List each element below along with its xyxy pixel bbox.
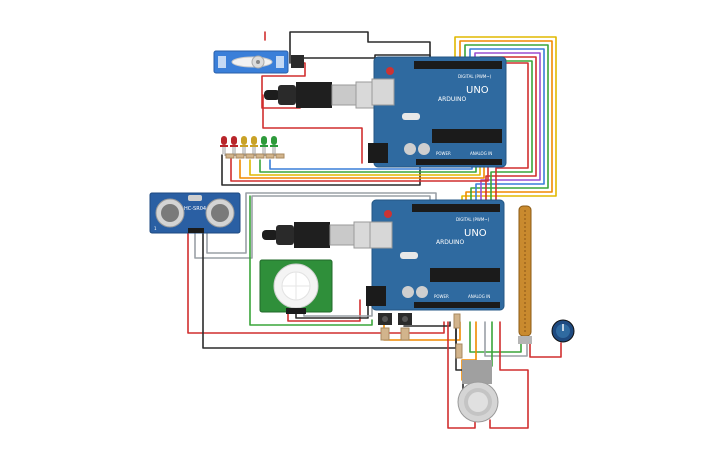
wire-led-black[interactable] (221, 154, 421, 186)
led-array (220, 136, 285, 159)
led-5[interactable] (260, 136, 268, 156)
potentiometer[interactable] (551, 319, 575, 343)
led-1[interactable] (220, 136, 228, 156)
wire-btn-black[interactable] (403, 321, 451, 327)
wire-us-gray2[interactable] (206, 192, 437, 254)
led-resistor-2 (235, 153, 245, 159)
board-digital-label: DIGITAL (PWM~) (456, 217, 490, 222)
wire-top-red-loop[interactable] (262, 94, 363, 164)
led-2[interactable] (230, 136, 238, 156)
wire-us-red[interactable] (187, 232, 445, 334)
wire-led1[interactable] (230, 157, 489, 182)
wire-top-d3[interactable] (464, 44, 549, 208)
wire-us-gray1[interactable] (194, 195, 431, 259)
wire-top-d4[interactable] (469, 48, 545, 208)
wire-top-d1[interactable] (454, 36, 557, 208)
led-6[interactable] (270, 136, 278, 156)
wire-us-green[interactable] (249, 195, 373, 326)
led-resistor-5 (265, 153, 275, 159)
led-resistor-3 (245, 153, 255, 159)
button-resistors (380, 313, 463, 359)
led-4[interactable] (250, 136, 258, 156)
servo-motor[interactable] (213, 50, 304, 74)
board-digital-label: DIGITAL (PWM~) (458, 74, 492, 79)
arduino-uno-top[interactable]: ARDUINO UNO DIGITAL (PWM~) POWER ANALOG … (368, 56, 507, 168)
led-3[interactable] (240, 136, 248, 156)
wire-servo-vcc[interactable] (261, 62, 306, 109)
pushbutton-right[interactable] (398, 313, 412, 325)
wire-pir-black[interactable] (295, 295, 369, 319)
board-model: UNO (464, 228, 487, 239)
led-resistor-1 (225, 153, 235, 159)
wire-gas-red1[interactable] (447, 321, 476, 429)
gas-sensor[interactable] (457, 360, 499, 423)
pushbutton-left[interactable] (378, 313, 392, 325)
wire-pot-red[interactable] (529, 342, 562, 358)
board-model: UNO (466, 85, 489, 96)
board-analog-label: ANALOG IN (468, 294, 490, 299)
wire-top-d2[interactable] (459, 40, 553, 208)
flex-sensor[interactable] (518, 205, 532, 344)
led-resistor-6 (275, 153, 285, 159)
board-logo-text: ARDUINO (438, 96, 467, 103)
board-power-label: POWER (434, 294, 449, 299)
wire-flex-gray[interactable] (484, 321, 528, 357)
pir-sensor[interactable] (259, 259, 333, 314)
wire-led2[interactable] (239, 159, 485, 179)
wire-top-d5[interactable] (474, 52, 541, 208)
ultrasonic-label: HC-SR04 (184, 206, 206, 212)
wire-servo-gnd[interactable] (289, 31, 431, 67)
ultrasonic-sensor[interactable]: HC-SR04 1 (149, 192, 241, 234)
board-analog-label: ANALOG IN (470, 151, 492, 156)
wire-gas-red2[interactable] (489, 321, 529, 429)
wire-pir-red[interactable] (287, 299, 361, 322)
arduino-uno-bottom[interactable]: ARDUINO UNO DIGITAL (PWM~) POWER ANALOG … (366, 199, 505, 311)
board-power-label: POWER (436, 151, 451, 156)
led-resistor-4 (255, 153, 265, 159)
wire-led5[interactable] (269, 159, 473, 170)
wire-led3[interactable] (249, 159, 481, 176)
wire-flex-green[interactable] (469, 321, 522, 353)
board-logo-text: ARDUINO (436, 239, 465, 246)
wire-led4[interactable] (259, 159, 477, 173)
ultrasonic-pin-label: 1 (154, 226, 157, 231)
